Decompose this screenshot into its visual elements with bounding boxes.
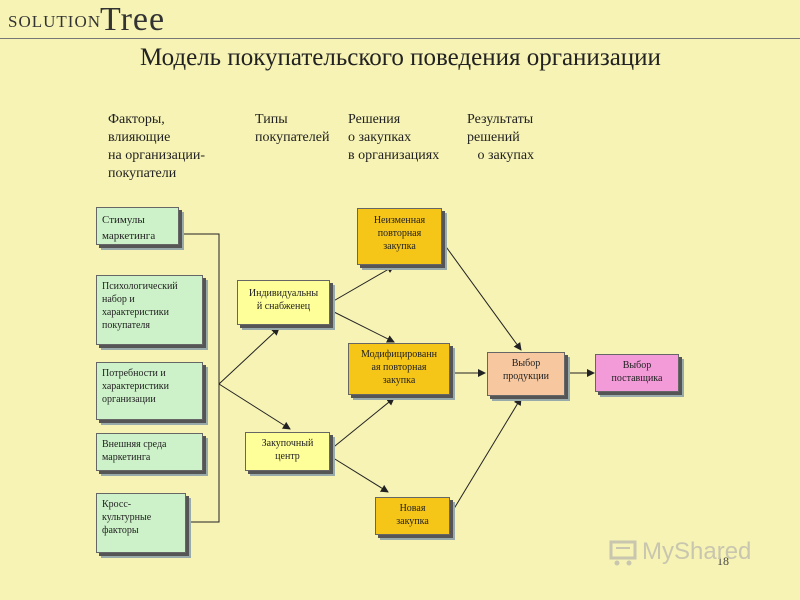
- result-supplier-selection: Выбор поставщика: [595, 354, 679, 392]
- factor-cross-cultural: Кросс- культурные факторы: [96, 493, 186, 553]
- header-decisions: Решения о закупках в организациях: [348, 112, 440, 163]
- logo-solution-text: SOLUTION: [8, 12, 101, 31]
- arrow-individual-to-modified-rebuy: [329, 309, 395, 343]
- arrow-new-task-to-product: [451, 397, 522, 513]
- arrow-center-to-new-task: [329, 455, 389, 493]
- header-results: Результаты решений о закупах: [467, 112, 535, 163]
- page-number: 18: [717, 554, 729, 568]
- factor-environment: Внешняя среда маркетинга: [96, 433, 203, 471]
- buyer-individual: Индивидуальны й снабженец: [237, 280, 330, 325]
- arrow-to-individual-buyer: [218, 327, 280, 385]
- factor-organization-needs: Потребности и характеристики организации: [96, 362, 203, 420]
- factors-bracket-line: [181, 233, 220, 523]
- arrow-to-buying-center: [218, 383, 291, 430]
- arrow-center-to-modified-rebuy: [329, 397, 395, 451]
- logo-tree-text: Tree: [100, 1, 166, 38]
- header-divider: [0, 38, 800, 39]
- header-factors: Факторы, влияющие на организации- покупа…: [108, 112, 206, 181]
- decision-modified-rebuy: Модифицированн ая повторная закупка: [348, 343, 450, 395]
- arrow-individual-to-straight-rebuy: [329, 265, 395, 304]
- buyer-center: Закупочный центр: [245, 432, 330, 471]
- factor-psychological: Психологический набор и характеристики п…: [96, 275, 203, 345]
- header-buyer-types: Типы покупателей: [255, 112, 330, 145]
- watermark-text: MyShared: [642, 538, 752, 565]
- arrow-straight-rebuy-to-product: [443, 243, 522, 351]
- result-product-selection: Выбор продукции: [487, 352, 565, 396]
- factor-marketing-stimuli: Стимулы маркетинга: [96, 207, 179, 245]
- decision-new-task: Новая закупка: [375, 497, 450, 535]
- shopping-cart-icon: [608, 538, 638, 568]
- decision-straight-rebuy: Неизменная повторная закупка: [357, 208, 442, 265]
- page-title: Модель покупательского поведения организ…: [140, 44, 661, 71]
